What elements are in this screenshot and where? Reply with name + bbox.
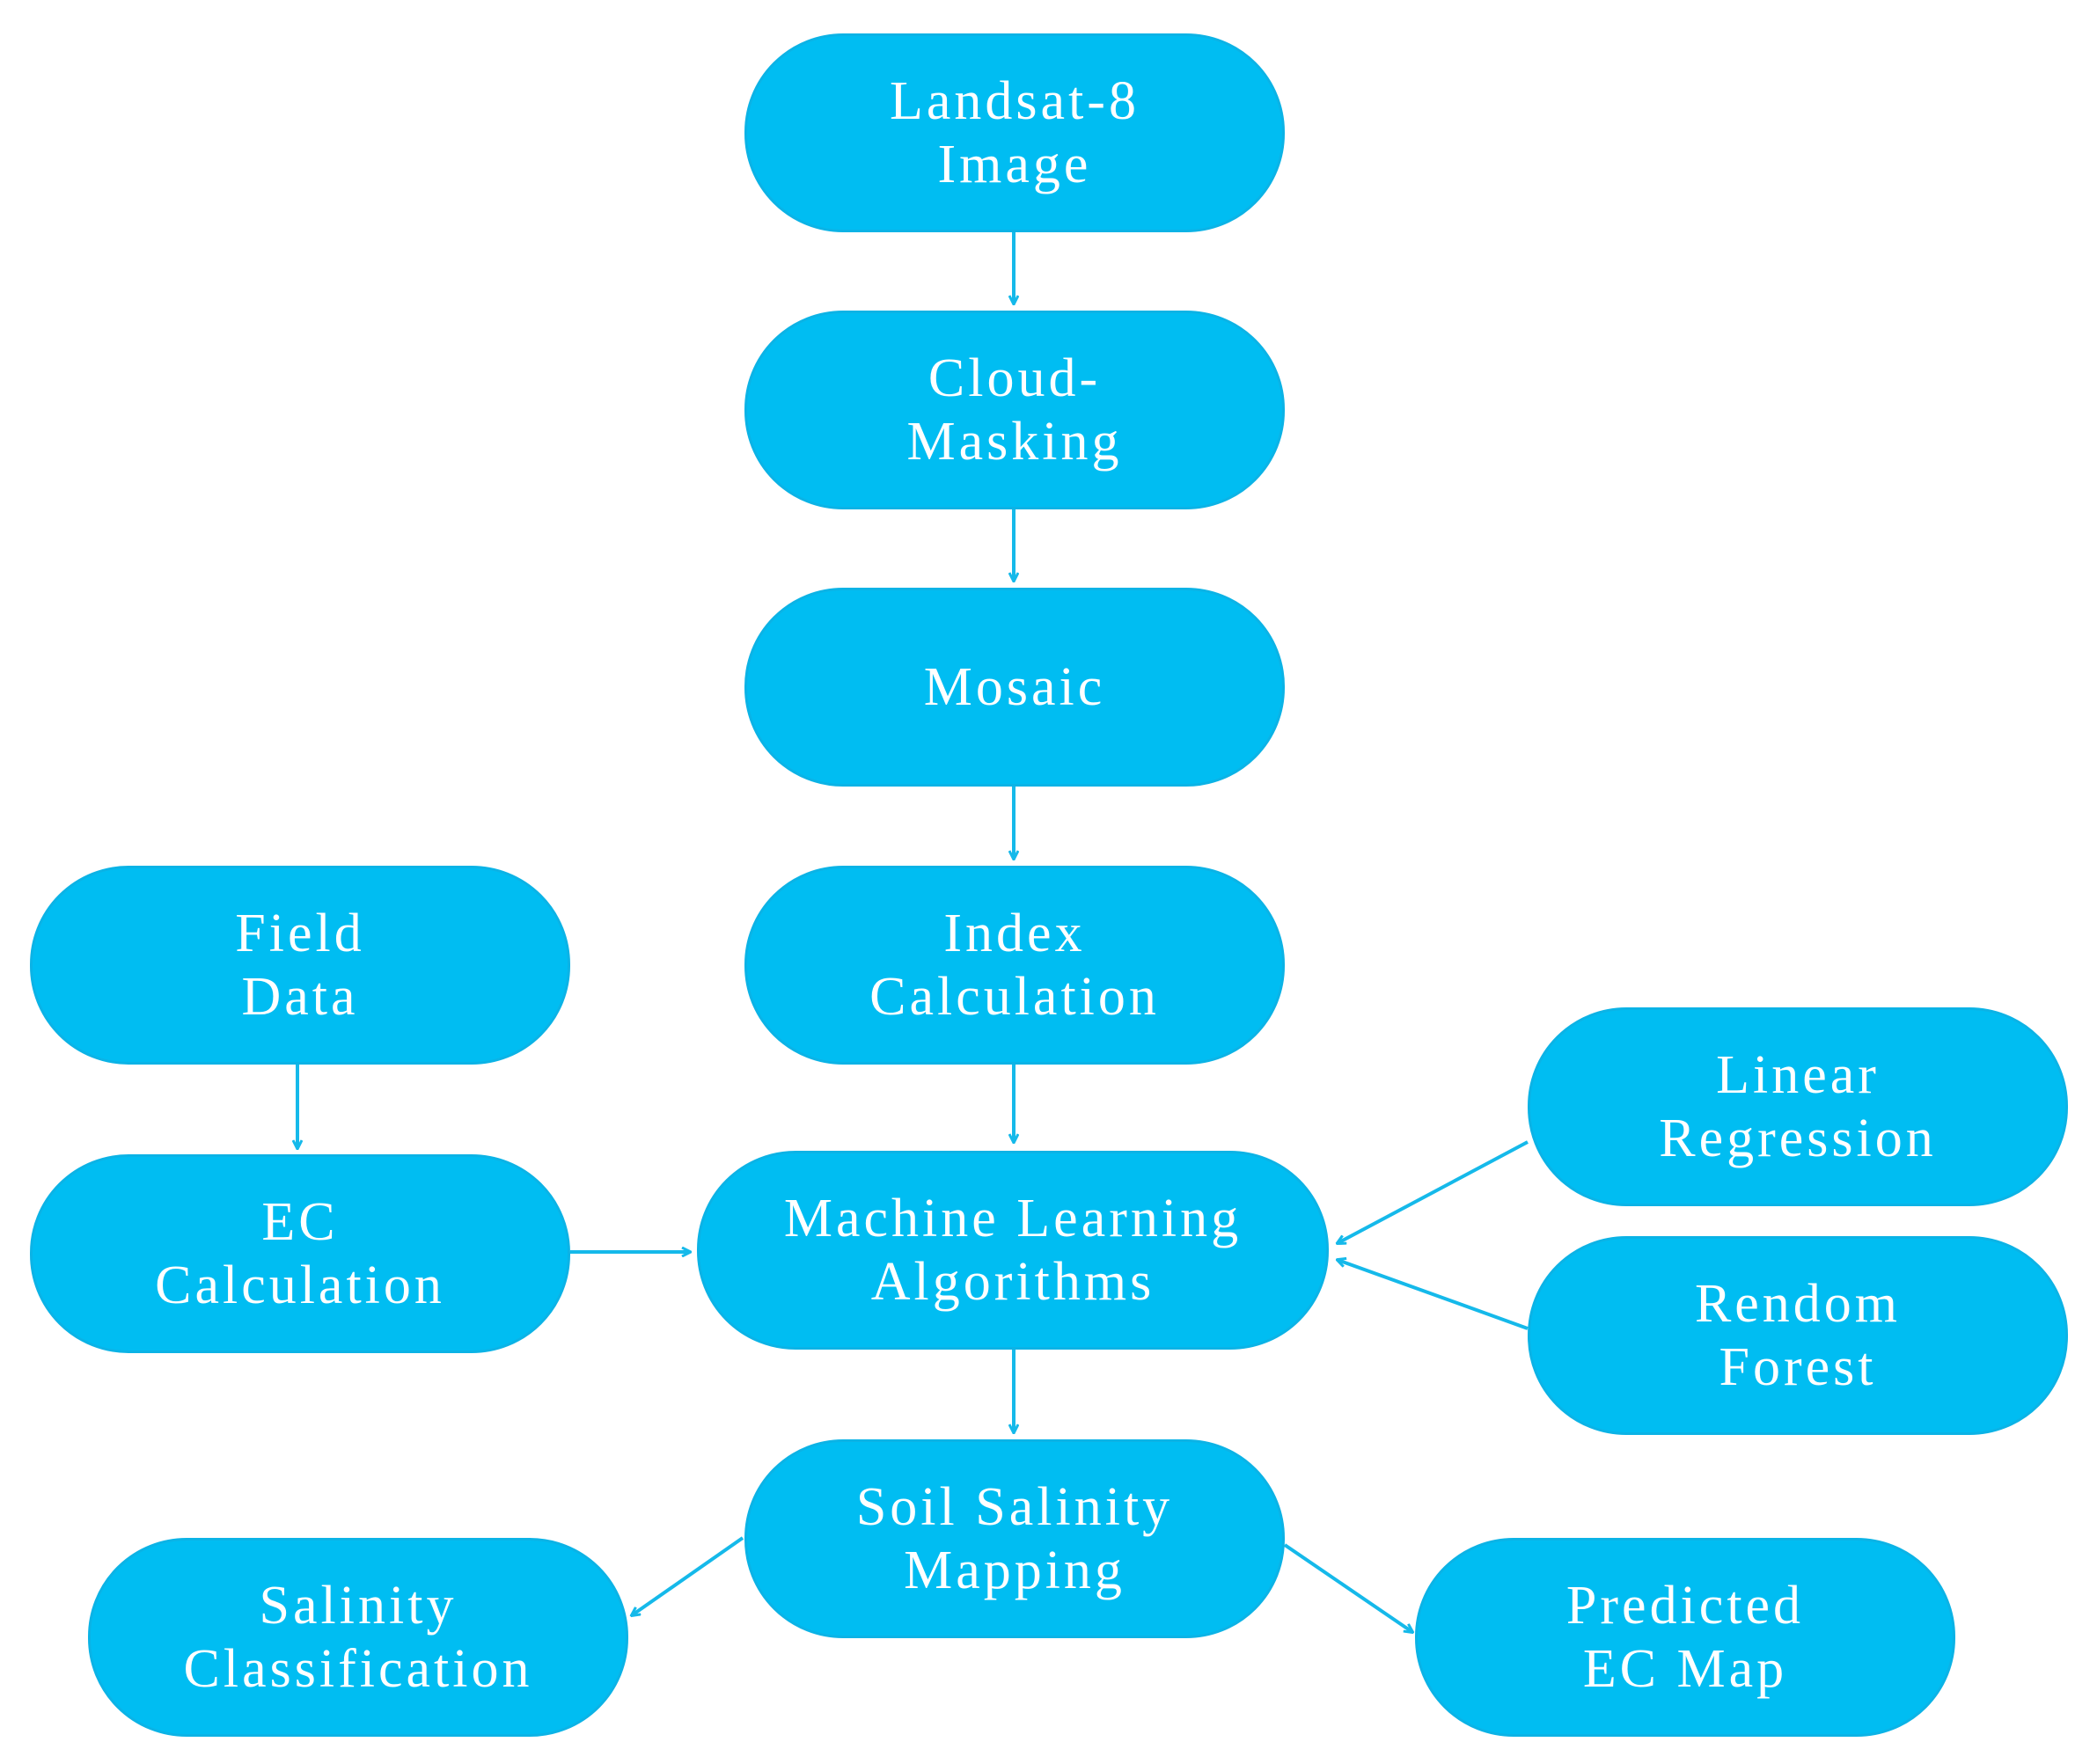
node-label: Image [937, 135, 1092, 194]
node-label: Data [241, 967, 359, 1027]
node-label: Mapping [904, 1541, 1125, 1600]
node-label: Calculation [155, 1255, 445, 1315]
node-label: Calculation [869, 967, 1160, 1027]
node-label: Landsat-8 [890, 71, 1140, 131]
node-label: EC Map [1582, 1639, 1788, 1699]
node-label: Soil Salinity [855, 1477, 1174, 1537]
node-label: Cloud- [928, 348, 1102, 408]
node-label: Algorithms [870, 1252, 1155, 1312]
node-label: Machine Learning [783, 1189, 1243, 1248]
node-label: Masking [906, 412, 1123, 472]
node-cloud-masking: Cloud- Masking [744, 311, 1285, 509]
node-label: Predicted [1565, 1576, 1805, 1636]
node-label: Mosaic [923, 657, 1106, 717]
node-label: Forest [1719, 1337, 1877, 1397]
node-predicted-ec-map: Predicted EC Map [1415, 1538, 1955, 1737]
node-label: Salinity [259, 1576, 458, 1636]
node-ec-calculation: EC Calculation [30, 1154, 570, 1353]
node-random-forest: Rendom Forest [1528, 1236, 2068, 1435]
node-machine-learning-algorithms: Machine Learning Algorithms [697, 1151, 1329, 1350]
node-field-data: Field Data [30, 866, 570, 1065]
node-label: Rendom [1694, 1274, 1902, 1334]
node-linear-regression: Linear Regression [1528, 1007, 2068, 1206]
arrow-soil-to-salinity [632, 1536, 744, 1615]
node-label: Regression [1659, 1109, 1937, 1168]
node-salinity-classification: Salinity Classification [88, 1538, 628, 1737]
node-label: EC [261, 1192, 339, 1252]
node-soil-salinity-mapping: Soil Salinity Mapping [744, 1439, 1285, 1638]
node-landsat-image: Landsat-8 Image [744, 33, 1285, 232]
arrow-soil-to-predicted [1283, 1543, 1412, 1632]
arrow-rf-to-ml [1338, 1260, 1529, 1330]
arrow-linear-to-ml [1338, 1140, 1529, 1243]
node-label: Linear [1716, 1045, 1880, 1105]
node-label: Classification [183, 1639, 533, 1699]
node-index-calculation: Index Calculation [744, 866, 1285, 1065]
node-label: Field [235, 904, 365, 963]
node-label: Index [943, 904, 1086, 963]
node-mosaic: Mosaic [744, 588, 1285, 787]
